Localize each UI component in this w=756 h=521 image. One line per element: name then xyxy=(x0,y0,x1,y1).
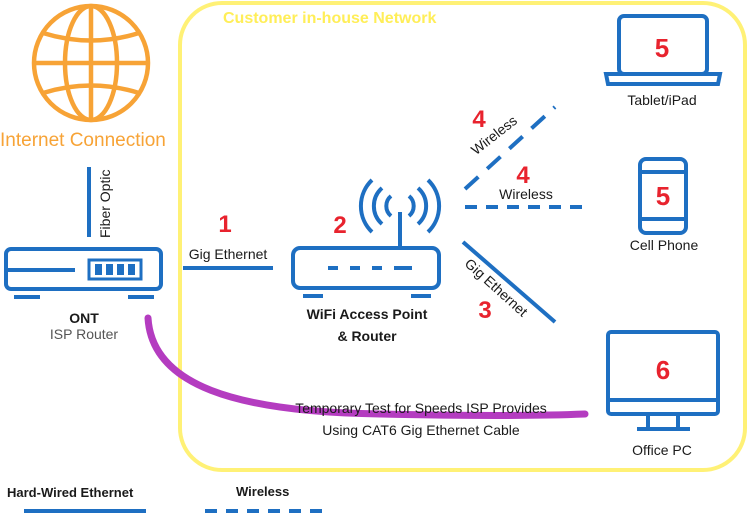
tablet-label: Tablet/iPad xyxy=(627,92,696,108)
tablet-number: 5 xyxy=(655,33,669,63)
office-pc-icon xyxy=(606,330,720,431)
wifi-router-icon xyxy=(291,178,442,298)
cell-phone-number: 5 xyxy=(656,181,670,211)
gig-ethernet-pc-line xyxy=(461,240,557,324)
wireless-tablet-line xyxy=(463,105,557,191)
fiber-optic-label: Fiber Optic xyxy=(97,170,113,238)
legend-wireless-label: Wireless xyxy=(236,484,289,499)
customer-network-title: Customer in-house Network xyxy=(223,10,436,27)
ont-label: ONT xyxy=(69,310,99,326)
cell-phone-icon xyxy=(638,157,688,235)
gig-ethernet-number: 1 xyxy=(218,211,231,238)
temporary-test-cable xyxy=(144,314,589,419)
gig-ethernet-label: Gig Ethernet xyxy=(189,246,268,262)
wireless-phone-label: Wireless xyxy=(499,186,553,202)
legend-wired-label: Hard-Wired Ethernet xyxy=(7,485,134,500)
ont-device-icon xyxy=(4,247,163,299)
tablet-icon xyxy=(603,14,723,86)
office-pc-label: Office PC xyxy=(632,442,692,458)
router-label-line1: WiFi Access Point xyxy=(307,306,428,322)
isp-router-label: ISP Router xyxy=(50,326,119,342)
temporary-test-label-line2: Using CAT6 Gig Ethernet Cable xyxy=(322,422,520,438)
cell-phone-label: Cell Phone xyxy=(630,237,699,253)
internet-connection-label: Internet Connection xyxy=(0,130,166,151)
customer-network-boundary xyxy=(178,1,747,472)
office-pc-number: 6 xyxy=(656,355,670,385)
gig-ethernet-pc-label: Gig Ethernet xyxy=(462,255,531,320)
temporary-test-label-line1: Temporary Test for Speeds ISP Provides xyxy=(295,400,547,416)
router-label-line2: & Router xyxy=(337,328,397,344)
gig-ethernet-pc-number: 3 xyxy=(478,297,491,324)
globe-icon xyxy=(31,3,151,123)
wireless-phone-number: 4 xyxy=(516,162,530,189)
wireless-tablet-number: 4 xyxy=(472,106,486,133)
router-number: 2 xyxy=(333,212,346,239)
